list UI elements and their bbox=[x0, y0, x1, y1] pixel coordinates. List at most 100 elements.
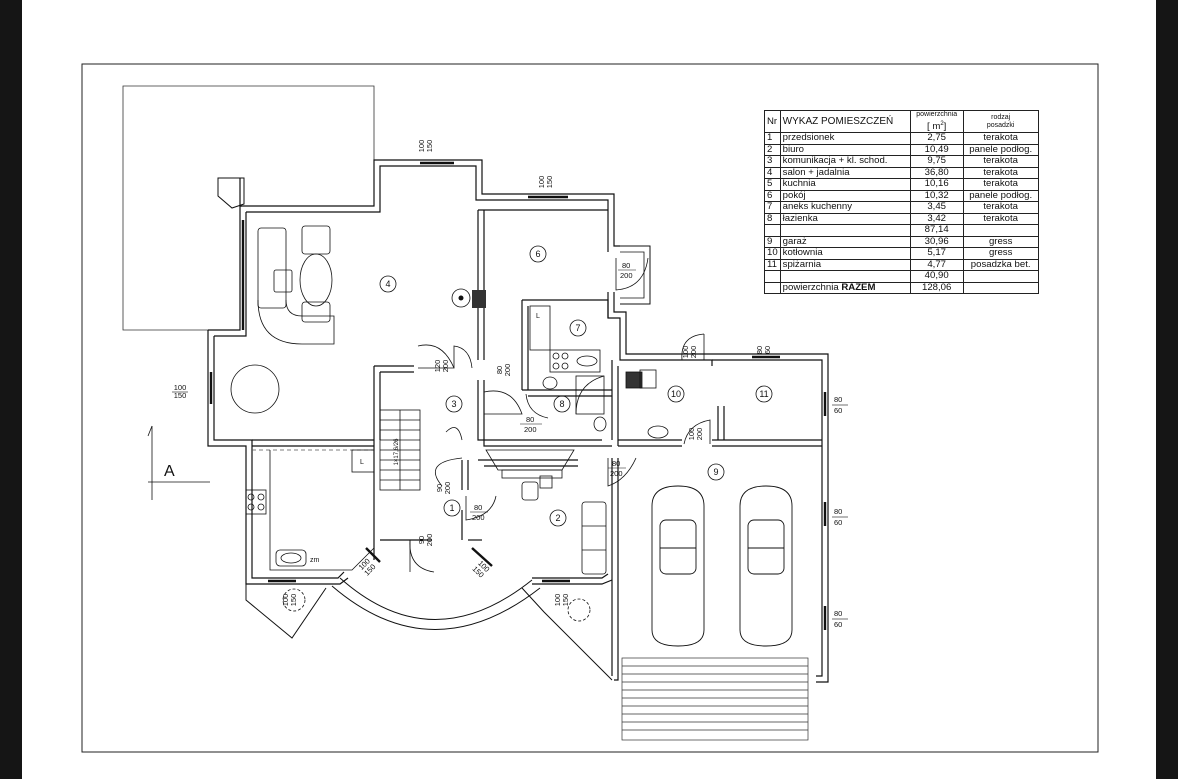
header-nr: Nr bbox=[764, 109, 781, 134]
svg-text:150: 150 bbox=[289, 594, 298, 607]
svg-text:90: 90 bbox=[435, 484, 444, 492]
total-row: powierzchnia RAZEM 128,06 bbox=[764, 281, 1039, 295]
svg-text:7: 7 bbox=[575, 323, 580, 333]
svg-text:60: 60 bbox=[834, 518, 842, 527]
terrace-outline bbox=[122, 85, 375, 331]
svg-text:150: 150 bbox=[174, 391, 187, 400]
svg-text:80: 80 bbox=[622, 261, 630, 270]
svg-text:200: 200 bbox=[425, 534, 434, 547]
section-label: A bbox=[164, 463, 175, 480]
fridge-kitchenette-label: L bbox=[536, 313, 540, 320]
room-schedule-table: Nr WYKAZ POMIESZCZEŃ powierzchnia [ m2] … bbox=[764, 109, 1039, 295]
porch-arc bbox=[339, 577, 533, 620]
total-label: powierzchnia RAZEM bbox=[779, 281, 911, 295]
svg-text:60: 60 bbox=[834, 620, 842, 629]
svg-text:9: 9 bbox=[713, 467, 718, 477]
room-1-marker: 1 bbox=[443, 499, 461, 517]
room-6-marker: 6 bbox=[529, 245, 547, 263]
svg-text:100: 100 bbox=[681, 346, 690, 359]
room-markers: 1 2 3 4 6 7 8 9 10 11 bbox=[379, 245, 773, 527]
svg-text:150: 150 bbox=[425, 140, 434, 153]
svg-text:200: 200 bbox=[503, 364, 512, 377]
svg-text:150: 150 bbox=[545, 176, 554, 189]
terrace-right bbox=[521, 587, 613, 681]
svg-text:3: 3 bbox=[451, 399, 456, 409]
dishwasher-label: zm bbox=[310, 557, 320, 564]
interior-walls bbox=[252, 209, 822, 560]
stair-label: 1×17,6/26 bbox=[394, 438, 400, 466]
svg-text:200: 200 bbox=[524, 425, 537, 434]
sheet-frame bbox=[81, 63, 1099, 753]
svg-text:200: 200 bbox=[695, 428, 704, 441]
subtotal-2-value: 40,90 bbox=[909, 270, 964, 283]
svg-text:1: 1 bbox=[449, 503, 454, 513]
svg-text:100: 100 bbox=[553, 594, 562, 607]
svg-text:200: 200 bbox=[610, 469, 623, 478]
svg-text:80: 80 bbox=[495, 366, 504, 374]
svg-text:60: 60 bbox=[834, 406, 842, 415]
header-area-top: powierzchnia bbox=[916, 111, 958, 118]
svg-text:120: 120 bbox=[433, 360, 442, 373]
living-furniture bbox=[230, 225, 335, 414]
svg-text:200: 200 bbox=[689, 346, 698, 359]
fireplace bbox=[451, 288, 486, 308]
chimney-outline bbox=[217, 177, 245, 209]
plants bbox=[282, 588, 591, 622]
svg-text:100: 100 bbox=[174, 383, 187, 392]
svg-text:4: 4 bbox=[385, 279, 390, 289]
svg-text:90: 90 bbox=[417, 536, 426, 544]
svg-text:200: 200 bbox=[620, 271, 633, 280]
outer-walls bbox=[207, 159, 829, 683]
svg-text:200: 200 bbox=[441, 360, 450, 373]
room-3-marker: 3 bbox=[445, 395, 463, 413]
garage-ramp bbox=[621, 657, 809, 741]
office-furniture bbox=[485, 449, 607, 575]
svg-text:100: 100 bbox=[417, 140, 426, 153]
fridge-kitchen-label: L bbox=[360, 459, 364, 466]
subtotal-1-value: 87,14 bbox=[909, 224, 964, 237]
svg-text:2: 2 bbox=[555, 513, 560, 523]
room-9-marker: 9 bbox=[707, 463, 725, 481]
svg-text:80: 80 bbox=[755, 346, 764, 354]
section-marker bbox=[147, 425, 210, 500]
subtotal-row-1: 87,14 bbox=[764, 224, 1039, 237]
svg-text:80: 80 bbox=[834, 507, 842, 516]
header-floor: rodzaj posadzki bbox=[962, 109, 1039, 134]
header-floor-bottom: posadzki bbox=[986, 121, 1015, 129]
svg-text:100: 100 bbox=[281, 594, 290, 607]
header-floor-top: rodzaj bbox=[991, 113, 1011, 121]
kitchenette-furniture bbox=[529, 305, 669, 439]
header-area: powierzchnia [ m2] bbox=[909, 109, 964, 134]
svg-text:80: 80 bbox=[834, 609, 842, 618]
bay-window-6 bbox=[620, 245, 651, 305]
svg-text:8: 8 bbox=[559, 399, 564, 409]
room-4-marker: 4 bbox=[379, 275, 397, 293]
room-table-header: Nr WYKAZ POMIESZCZEŃ powierzchnia [ m2] … bbox=[764, 109, 1039, 134]
svg-text:200: 200 bbox=[472, 513, 485, 522]
